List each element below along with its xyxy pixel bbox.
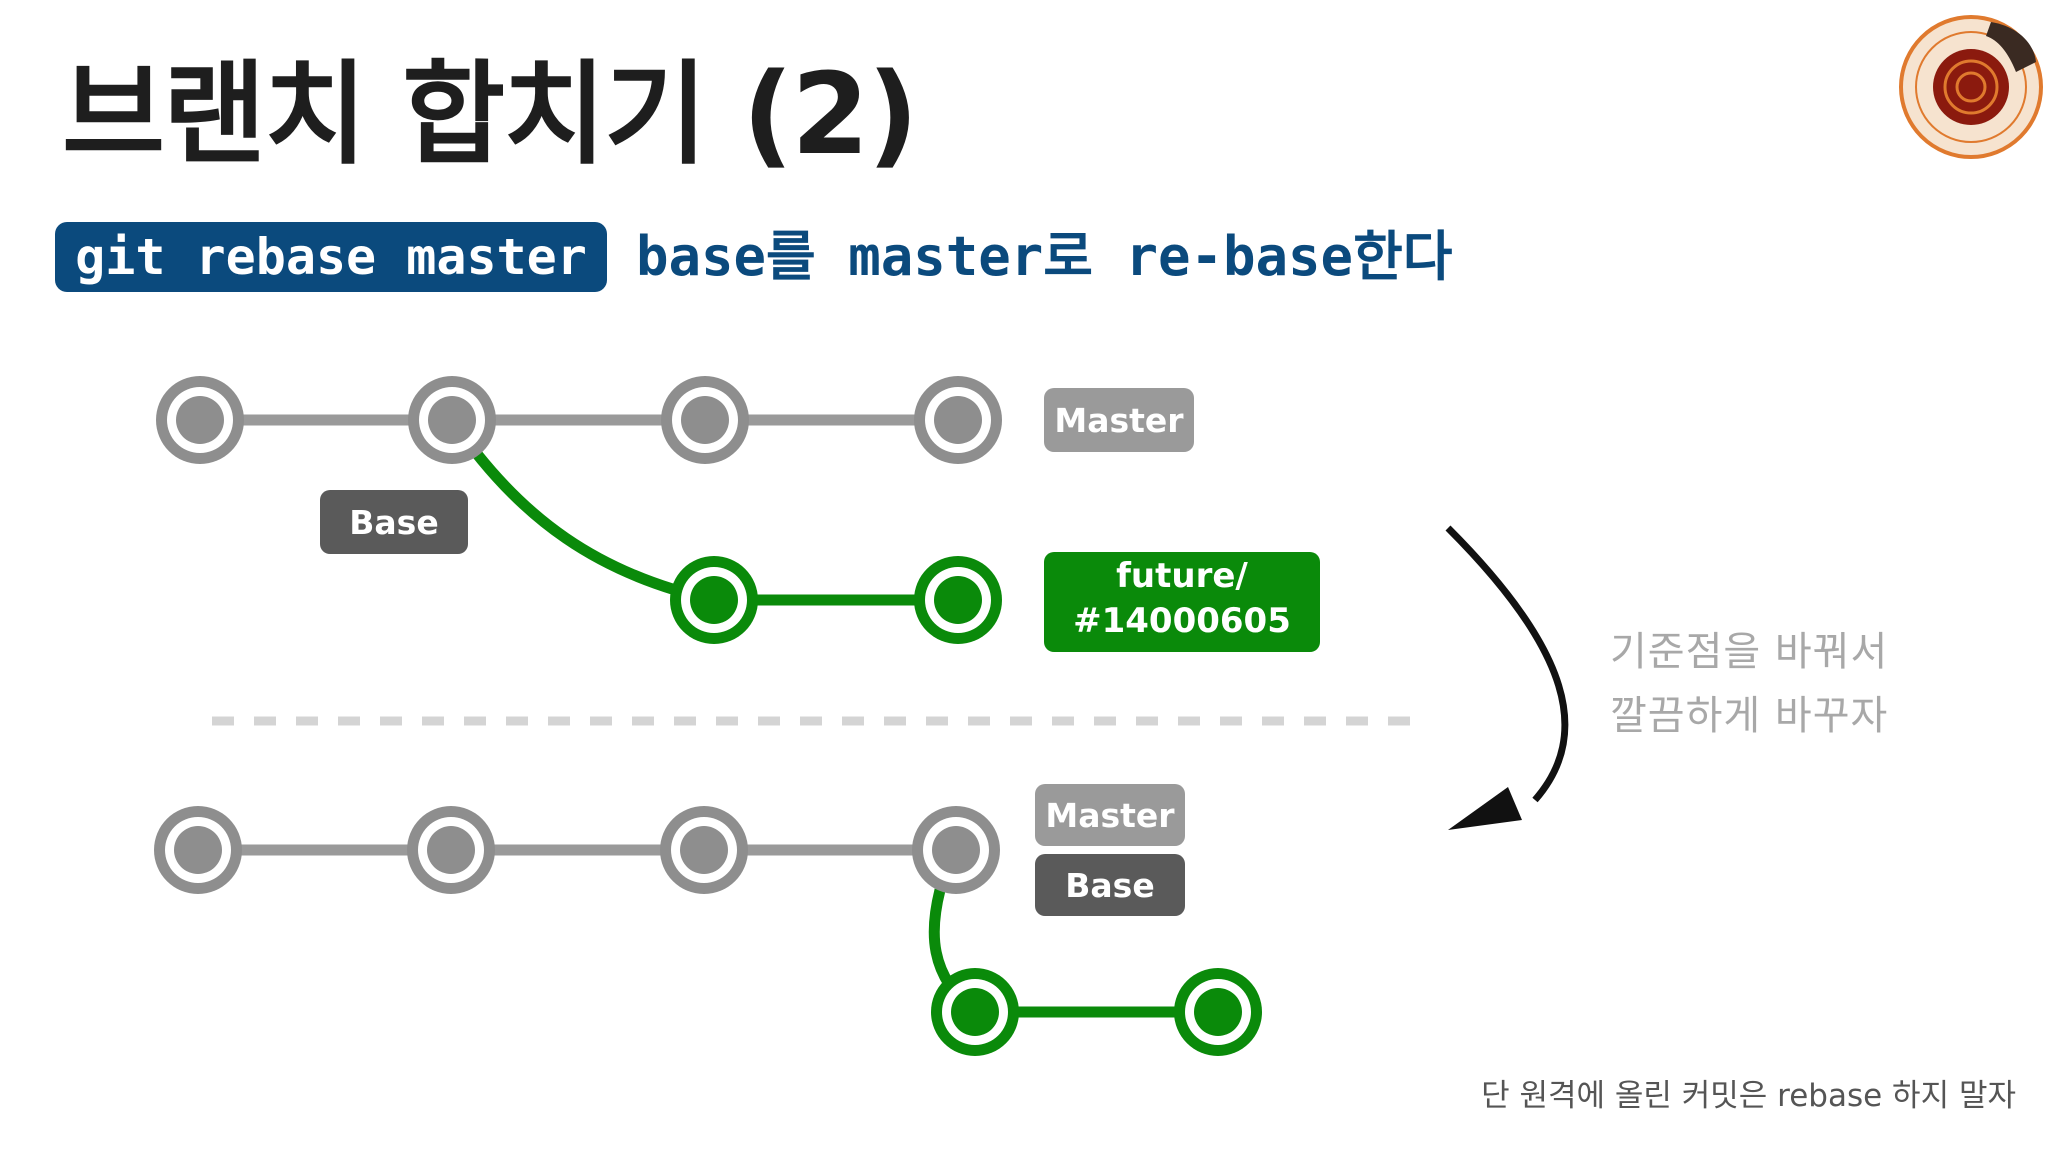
- side-note-line2: 깔끔하게 바꾸자: [1610, 693, 1889, 739]
- channel-logo-icon: [1899, 15, 2043, 159]
- transition-arrow: [1445, 525, 1569, 803]
- master-label-box: [1044, 388, 1194, 452]
- base-commit-node: [408, 376, 496, 464]
- command-badge: git rebase master: [55, 222, 607, 292]
- feature-branch-curve: [447, 416, 716, 606]
- rebased-feature-head-node: [1174, 968, 1262, 1056]
- base-label: Base: [1065, 866, 1154, 905]
- commit-node: [154, 806, 242, 894]
- base-master-head-commit-node: [912, 806, 1000, 894]
- commit-node: [660, 806, 748, 894]
- base-label-box: [1035, 854, 1185, 916]
- before-graph: Master Base future/ #14000605: [156, 376, 1320, 652]
- feature-commit-node: [670, 556, 758, 644]
- page-title: 브랜치 합치기 (2): [62, 50, 919, 180]
- master-label: Master: [1045, 796, 1175, 835]
- base-label-box: [320, 490, 468, 554]
- master-label-box: [1035, 784, 1185, 846]
- after-graph: Master Base: [154, 784, 1262, 1056]
- command-description: base를 master로 re-base한다: [636, 225, 1453, 288]
- commit-node: [156, 376, 244, 464]
- side-note: 기준점을 바꿔서 깔끔하게 바꾸자: [1610, 620, 1888, 748]
- master-label: Master: [1054, 401, 1184, 440]
- master-head-commit-node: [914, 376, 1002, 464]
- base-label: Base: [349, 503, 438, 542]
- side-note-line1: 기준점을 바꿔서: [1610, 629, 1889, 675]
- feature-label-line1: future/: [1116, 556, 1248, 596]
- commit-node: [661, 376, 749, 464]
- feature-head-commit-node: [914, 556, 1002, 644]
- rebased-feature-commit-node: [931, 968, 1019, 1056]
- feature-label-line2: #14000605: [1073, 601, 1291, 641]
- commit-node: [407, 806, 495, 894]
- footnote: 단 원격에 올린 커밋은 rebase 하지 말자: [1481, 1078, 2016, 1114]
- feature-label-box: [1044, 552, 1320, 652]
- arrow-head: [1448, 787, 1522, 830]
